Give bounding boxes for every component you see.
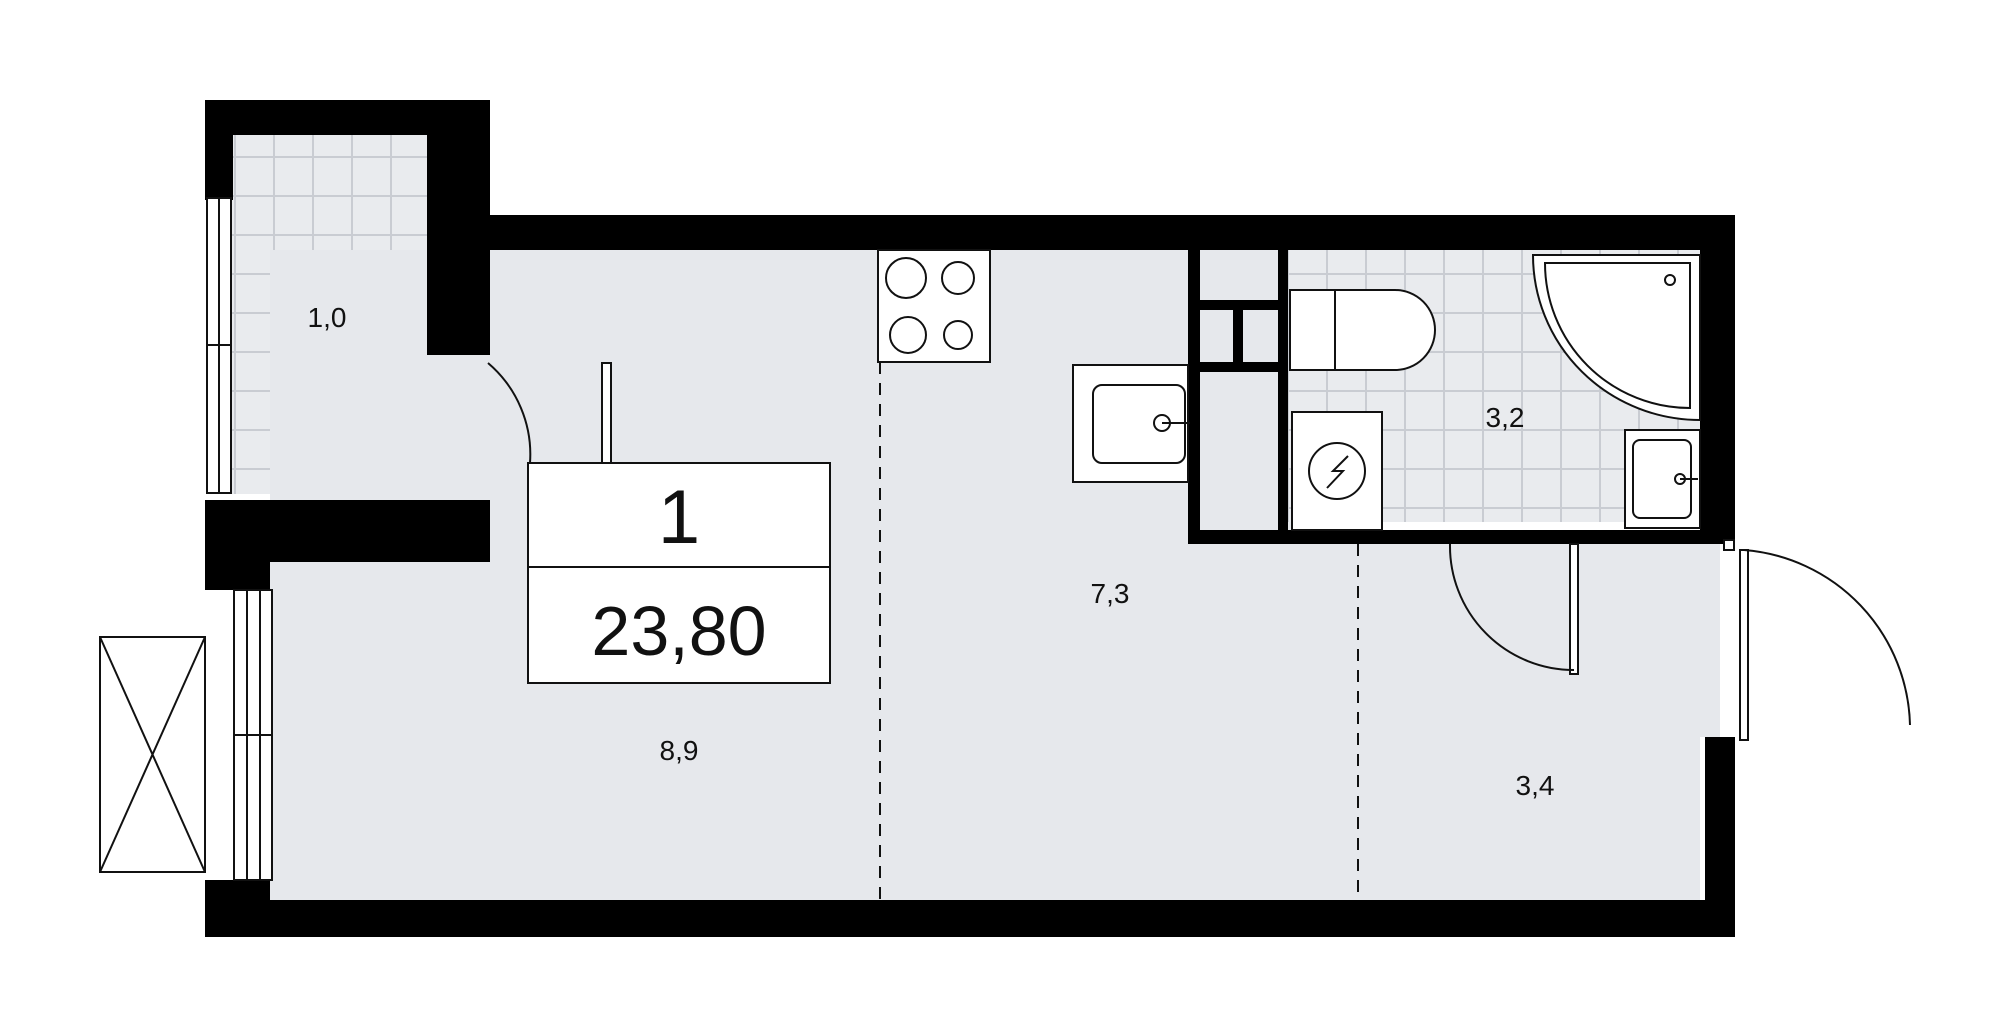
wall [205, 500, 270, 590]
kitchen-area: 7,3 [1091, 578, 1130, 609]
hallway-area: 3,4 [1516, 770, 1555, 801]
walls [205, 100, 1735, 937]
wall [1278, 250, 1288, 544]
balcony-area: 1,0 [308, 302, 347, 333]
room-area-labels: 1,0 8,9 7,3 3,2 3,4 [308, 302, 1555, 801]
bathroom-area: 3,2 [1486, 402, 1525, 433]
wall [1700, 215, 1735, 542]
living-area: 8,9 [660, 735, 699, 766]
washing-machine-icon [1291, 411, 1383, 531]
wall [1705, 737, 1735, 937]
wall [1188, 250, 1200, 544]
total-area: 23,80 [591, 592, 766, 670]
door-swing-icon [487, 362, 1911, 741]
toilet-icon [1289, 289, 1436, 371]
area-summary-box: 1 23,80 [527, 462, 831, 684]
ac-unit-icon [99, 636, 206, 873]
kitchen-sink-icon [1072, 364, 1190, 483]
wall [205, 900, 1735, 937]
hallway-floor [1358, 542, 1700, 900]
rooms-count: 1 [658, 475, 700, 560]
ventilation-shaft-icon [1193, 300, 1283, 372]
bathroom-sink-icon [1624, 429, 1701, 529]
zone-dividers [879, 362, 1359, 900]
entrance-floor [1700, 542, 1720, 737]
cooktop-icon [877, 249, 991, 363]
window-icon [206, 197, 273, 881]
wall [1188, 530, 1728, 544]
wall [205, 100, 233, 200]
wall [427, 215, 1735, 250]
bathtub-icon [1531, 254, 1701, 422]
